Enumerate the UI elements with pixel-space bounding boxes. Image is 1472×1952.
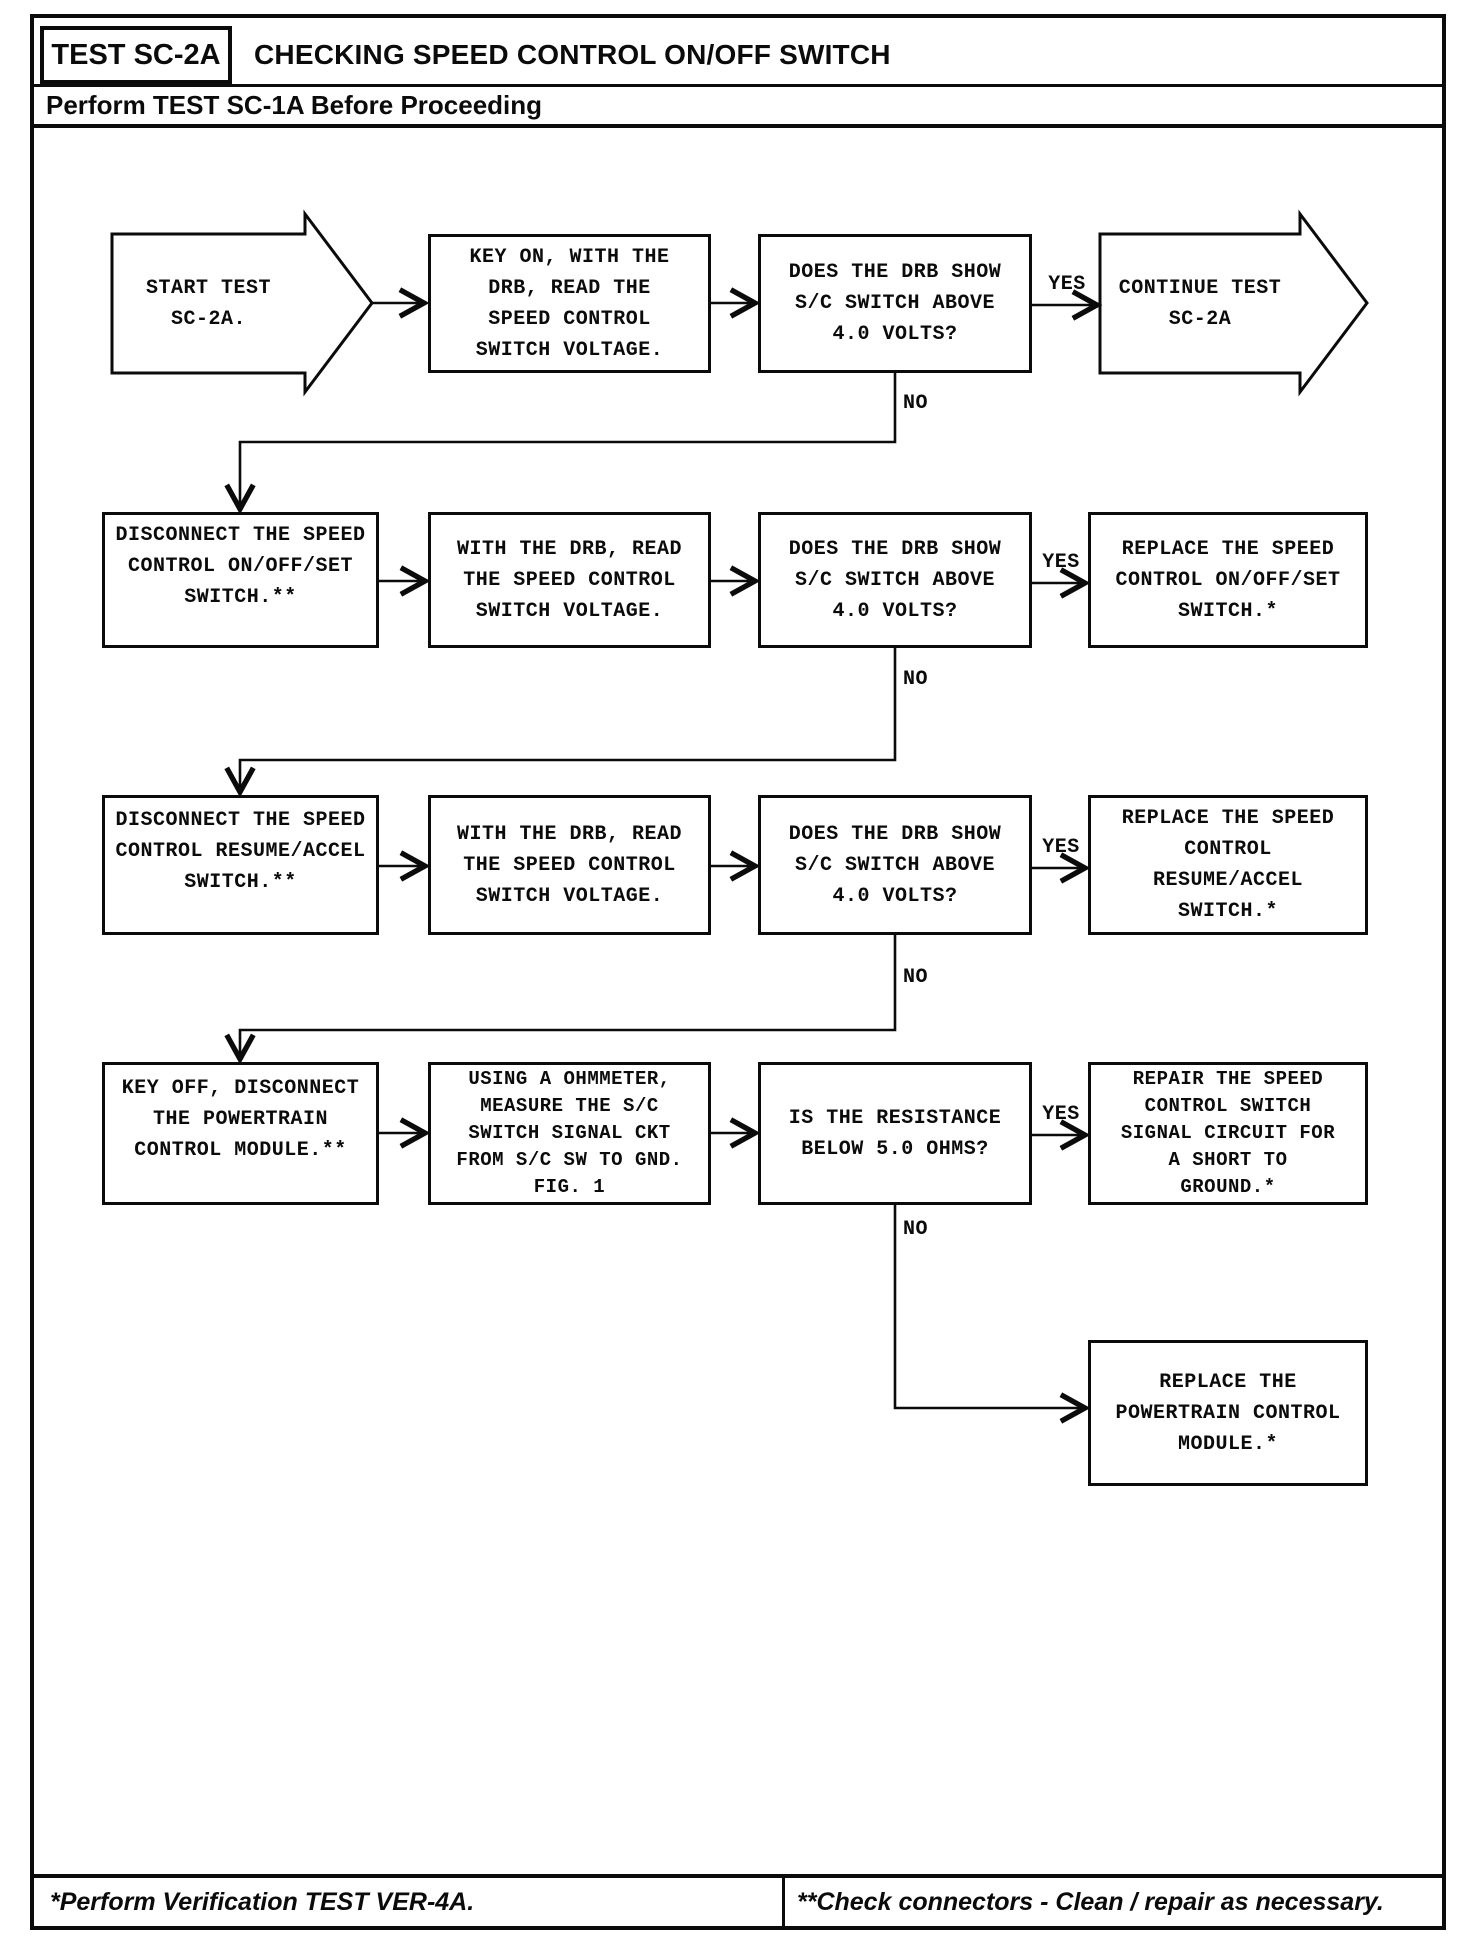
- test-id-box: TEST SC-2A: [40, 26, 232, 84]
- flow-node-r3-decision: DOES THE DRB SHOW S/C SWITCH ABOVE 4.0 V…: [758, 795, 1032, 935]
- flow-node-r2-decision: DOES THE DRB SHOW S/C SWITCH ABOVE 4.0 V…: [758, 512, 1032, 648]
- flow-node-r3-disconnect-resumeaccel: DISCONNECT THE SPEED CONTROL RESUME/ACCE…: [102, 795, 379, 935]
- edge-label-no-r2: NO: [903, 668, 929, 691]
- footnote-left-cell: *Perform Verification TEST VER-4A.: [34, 1878, 785, 1926]
- edge-label-yes-r1: YES: [1048, 273, 1086, 296]
- edge-label-yes-r4: YES: [1042, 1103, 1080, 1126]
- test-id-label: TEST SC-2A: [51, 38, 221, 71]
- flow-node-r4-repair-circuit: REPAIR THE SPEED CONTROL SWITCH SIGNAL C…: [1088, 1062, 1368, 1205]
- flow-node-r1-read-voltage: KEY ON, WITH THE DRB, READ THE SPEED CON…: [428, 234, 711, 373]
- flow-node-r4-decision: IS THE RESISTANCE BELOW 5.0 OHMS?: [758, 1062, 1032, 1205]
- flow-node-continue-test: CONTINUE TEST SC-2A: [1118, 276, 1282, 331]
- flow-node-r4-key-off-disconnect-pcm: KEY OFF, DISCONNECT THE POWERTRAIN CONTR…: [102, 1062, 379, 1205]
- footnote-verification: *Perform Verification TEST VER-4A.: [50, 1887, 475, 1916]
- edge-label-yes-r2: YES: [1042, 551, 1080, 574]
- header-divider: [34, 84, 1442, 87]
- edge-label-yes-r3: YES: [1042, 836, 1080, 859]
- footnote-right-cell: **Check connectors - Clean / repair as n…: [785, 1878, 1442, 1926]
- flow-node-r4-measure-resistance: USING A OHMMETER, MEASURE THE S/C SWITCH…: [428, 1062, 711, 1205]
- subtitle-divider: [34, 124, 1442, 128]
- flow-node-start: START TEST SC-2A.: [145, 276, 272, 331]
- flow-node-r3-read-voltage: WITH THE DRB, READ THE SPEED CONTROL SWI…: [428, 795, 711, 935]
- flow-node-r1-decision: DOES THE DRB SHOW S/C SWITCH ABOVE 4.0 V…: [758, 234, 1032, 373]
- footnote-bar: *Perform Verification TEST VER-4A. **Che…: [30, 1874, 1446, 1930]
- edge-label-no-r1: NO: [903, 392, 929, 415]
- page-subtitle: Perform TEST SC-1A Before Proceeding: [46, 90, 543, 120]
- flow-node-r2-replace-onoffset: REPLACE THE SPEED CONTROL ON/OFF/SET SWI…: [1088, 512, 1368, 648]
- edge-label-no-r3: NO: [903, 966, 929, 989]
- flow-node-r3-replace-resumeaccel: REPLACE THE SPEED CONTROL RESUME/ACCEL S…: [1088, 795, 1368, 935]
- flow-node-r2-read-voltage: WITH THE DRB, READ THE SPEED CONTROL SWI…: [428, 512, 711, 648]
- footnote-connectors: **Check connectors - Clean / repair as n…: [797, 1887, 1384, 1916]
- page-title: CHECKING SPEED CONTROL ON/OFF SWITCH: [254, 39, 891, 70]
- edge-label-no-r4: NO: [903, 1218, 929, 1241]
- flow-node-replace-pcm: REPLACE THE POWERTRAIN CONTROL MODULE.*: [1088, 1340, 1368, 1486]
- flow-node-r2-disconnect-onoffset: DISCONNECT THE SPEED CONTROL ON/OFF/SET …: [102, 512, 379, 648]
